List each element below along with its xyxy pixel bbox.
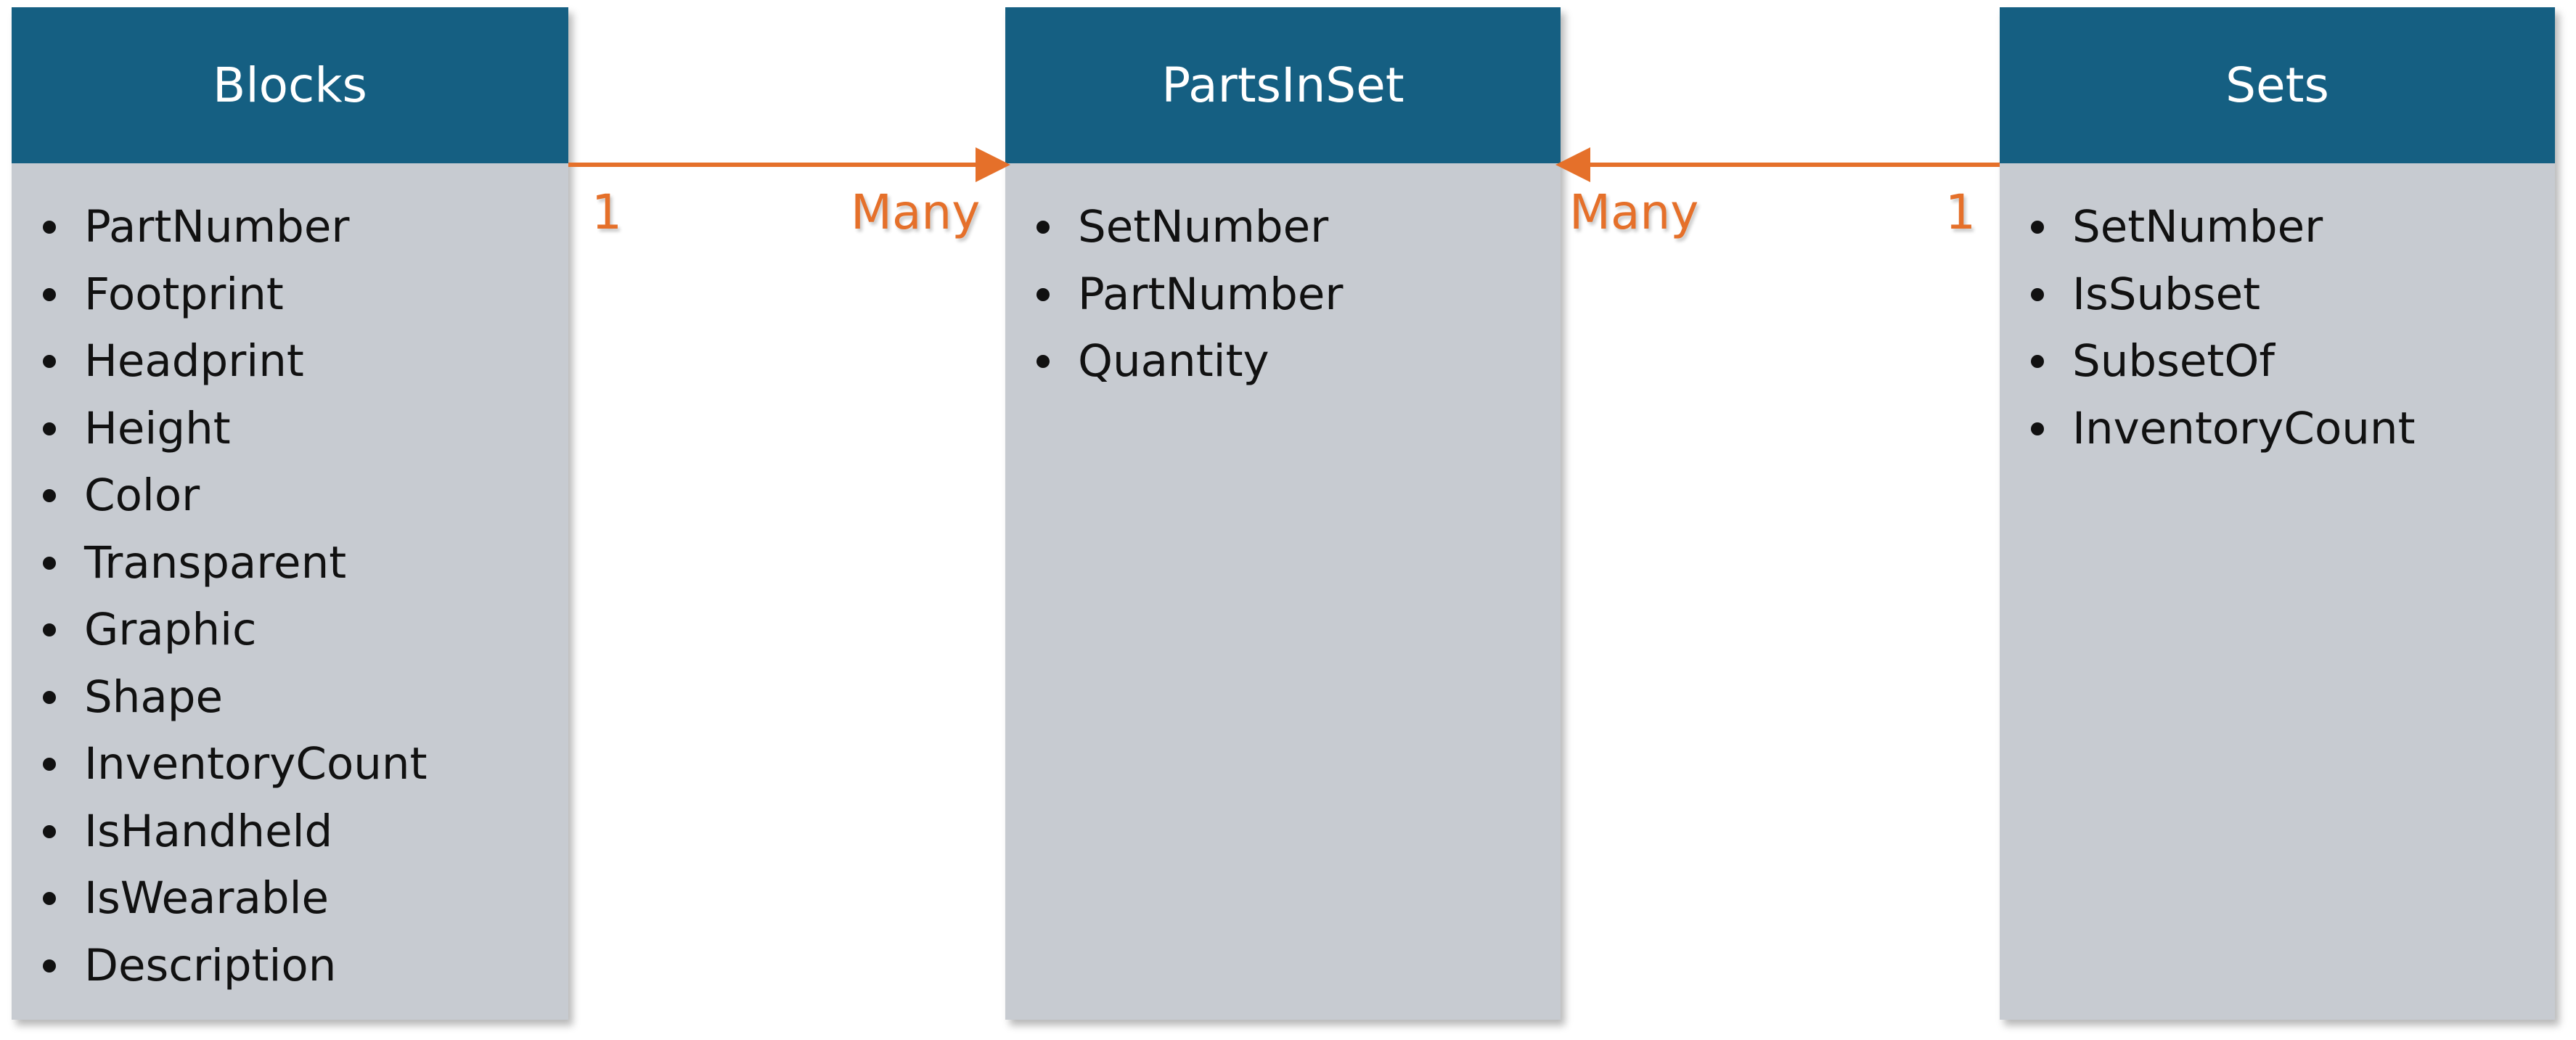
cardinality-label-one: 1 — [592, 184, 622, 240]
entity-title-blocks: Blocks — [12, 7, 568, 163]
field-item: Headprint — [39, 328, 568, 396]
field-item: IsSubset — [2027, 261, 2555, 329]
field-list-sets: SetNumber IsSubset SubsetOf InventoryCou… — [2000, 163, 2555, 462]
field-item: Graphic — [39, 597, 568, 664]
entity-partsinset: PartsInSet SetNumber PartNumber Quantity — [1005, 7, 1561, 1020]
field-item: Color — [39, 462, 568, 530]
field-item: IsWearable — [39, 865, 568, 933]
cardinality-label-many: Many — [851, 184, 981, 240]
field-item: PartNumber — [1033, 261, 1561, 329]
field-item: SubsetOf — [2027, 328, 2555, 396]
field-item: InventoryCount — [39, 731, 568, 798]
field-item: SetNumber — [1033, 194, 1561, 261]
field-list-blocks: PartNumber Footprint Headprint Height Co… — [12, 163, 568, 999]
field-item: IsHandheld — [39, 798, 568, 866]
field-item: Description — [39, 933, 568, 1000]
field-item: Height — [39, 396, 568, 463]
field-item: PartNumber — [39, 194, 568, 261]
field-list-partsinset: SetNumber PartNumber Quantity — [1005, 163, 1561, 396]
entity-title-sets: Sets — [2000, 7, 2555, 163]
field-item: Transparent — [39, 530, 568, 597]
field-item: Quantity — [1033, 328, 1561, 396]
field-item: Shape — [39, 664, 568, 732]
entity-blocks: Blocks PartNumber Footprint Headprint He… — [12, 7, 568, 1020]
entity-sets: Sets SetNumber IsSubset SubsetOf Invento… — [2000, 7, 2555, 1020]
field-item: SetNumber — [2027, 194, 2555, 261]
entity-title-partsinset: PartsInSet — [1005, 7, 1561, 163]
field-item: InventoryCount — [2027, 396, 2555, 463]
field-item: Footprint — [39, 261, 568, 329]
cardinality-label-one: 1 — [1945, 184, 1976, 240]
cardinality-label-many: Many — [1569, 184, 1699, 240]
